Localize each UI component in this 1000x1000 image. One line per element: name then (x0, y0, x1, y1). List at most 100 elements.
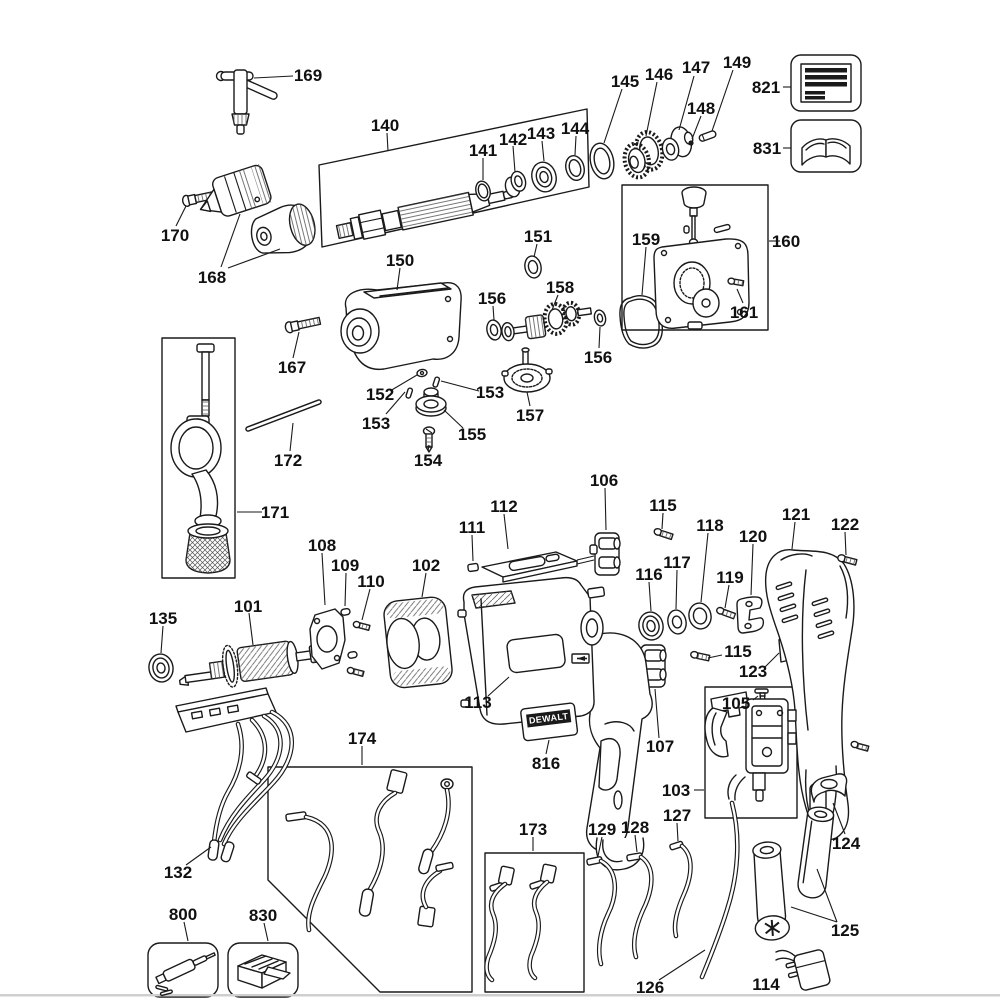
part-125-cord-protector-b (752, 841, 790, 941)
label-153-a: 153 (476, 383, 504, 402)
label-115-a: 115 (649, 496, 676, 515)
part-173-brush-set (484, 863, 557, 983)
label-144: 144 (561, 119, 590, 138)
part-128-wire (626, 852, 654, 960)
part-157-clutch-plate (501, 347, 553, 393)
label-172: 172 (274, 451, 302, 470)
part-121-handle-cover (764, 549, 855, 843)
label-161: 161 (730, 303, 758, 322)
part-129-wire (586, 856, 618, 967)
label-167: 167 (278, 358, 306, 377)
label-143: 143 (527, 124, 555, 143)
label-153-b: 153 (362, 414, 390, 433)
label-120: 120 (739, 527, 767, 546)
box-160 (621, 184, 769, 331)
part-168-chuck (199, 164, 316, 254)
label-125: 125 (831, 921, 859, 940)
brand-plate-text: DEWALT (528, 711, 569, 726)
part-158-gear-shaft (501, 300, 592, 342)
part-156-bearing-a (486, 319, 502, 341)
part-145-washer (589, 142, 615, 180)
part-171-side-handle (170, 343, 231, 574)
part-124-cord-clamp (810, 773, 848, 803)
label-821: 821 (752, 78, 780, 97)
callout-boxes (0, 54, 1000, 998)
part-115-screw-a (653, 527, 674, 541)
label-152: 152 (366, 385, 394, 404)
part-125-cord-protector-a (797, 806, 835, 899)
part-110-screw-b (346, 666, 365, 677)
part-141-o-ring (475, 180, 491, 202)
label-124: 124 (832, 834, 861, 853)
label-108: 108 (308, 536, 336, 555)
part-831-manual (801, 138, 851, 166)
part-172-depth-rod (245, 399, 322, 432)
part-155-hub (415, 387, 447, 417)
box-821 (790, 54, 862, 112)
label-150: 150 (386, 251, 414, 270)
part-142-washer (504, 170, 527, 198)
label-159: 159 (632, 230, 660, 249)
label-116: 116 (635, 565, 662, 584)
label-118: 118 (696, 516, 723, 535)
label-135: 135 (149, 609, 177, 628)
part-135-bearing (148, 653, 174, 683)
label-102: 102 (412, 556, 440, 575)
part-169-chuck-key (215, 69, 278, 135)
part-120-bracket (736, 596, 765, 634)
label-128: 128 (621, 818, 649, 837)
part-122-screw-a (837, 554, 858, 566)
label-148: 148 (687, 99, 715, 118)
label-126: 126 (636, 978, 664, 997)
label-147: 147 (682, 58, 710, 77)
label-173: 173 (519, 820, 547, 839)
label-109: 109 (331, 556, 359, 575)
label-151: 151 (524, 227, 552, 246)
label-169: 169 (294, 66, 322, 85)
part-122-screw-b (850, 740, 870, 752)
part-830-bracket (237, 954, 291, 989)
part-150-gear-housing (340, 282, 462, 370)
part-127-wire (669, 840, 693, 939)
part-148-ball (688, 140, 694, 146)
leader-lines (160, 69, 847, 981)
label-105: 105 (722, 694, 750, 713)
label-121: 121 (782, 505, 810, 524)
label-168: 168 (198, 268, 226, 287)
part-number-labels: 169 140 141 142 143 144 145 146 147 149 … (149, 53, 861, 997)
label-132: 132 (164, 863, 192, 882)
label-174: 174 (348, 729, 377, 748)
part-153-pin-a (432, 376, 441, 388)
part-110-screw-a (352, 620, 371, 631)
label-103: 103 (662, 781, 690, 800)
part-161-screw (727, 277, 745, 287)
label-831: 831 (753, 139, 781, 158)
label-107: 107 (646, 737, 674, 756)
box-174 (267, 766, 473, 993)
label-119: 119 (716, 568, 743, 587)
part-119-screw (716, 606, 737, 620)
part-132-wire-harness (175, 687, 295, 863)
label-160: 160 (772, 232, 800, 251)
label-149: 149 (723, 53, 751, 72)
part-167-screw (284, 316, 322, 334)
label-156-b: 156 (584, 348, 612, 367)
label-115-b: 115 (724, 642, 751, 661)
part-800-lubricator (155, 952, 216, 997)
part-144-retaining-ring (565, 155, 585, 181)
part-112-bearing-plate (481, 551, 595, 583)
label-800: 800 (169, 905, 197, 924)
part-106-brush-holder (589, 532, 621, 576)
part-114-plug (775, 949, 831, 991)
part-113-motor-housing (457, 576, 653, 871)
label-830: 830 (249, 906, 277, 925)
part-174-wire-set (285, 769, 454, 933)
part-108-end-plate (309, 608, 346, 670)
label-171: 171 (261, 503, 289, 522)
label-101: 101 (234, 597, 262, 616)
bottom-edge-line (0, 994, 1000, 997)
label-122: 122 (831, 515, 859, 534)
label-142: 142 (499, 130, 527, 149)
